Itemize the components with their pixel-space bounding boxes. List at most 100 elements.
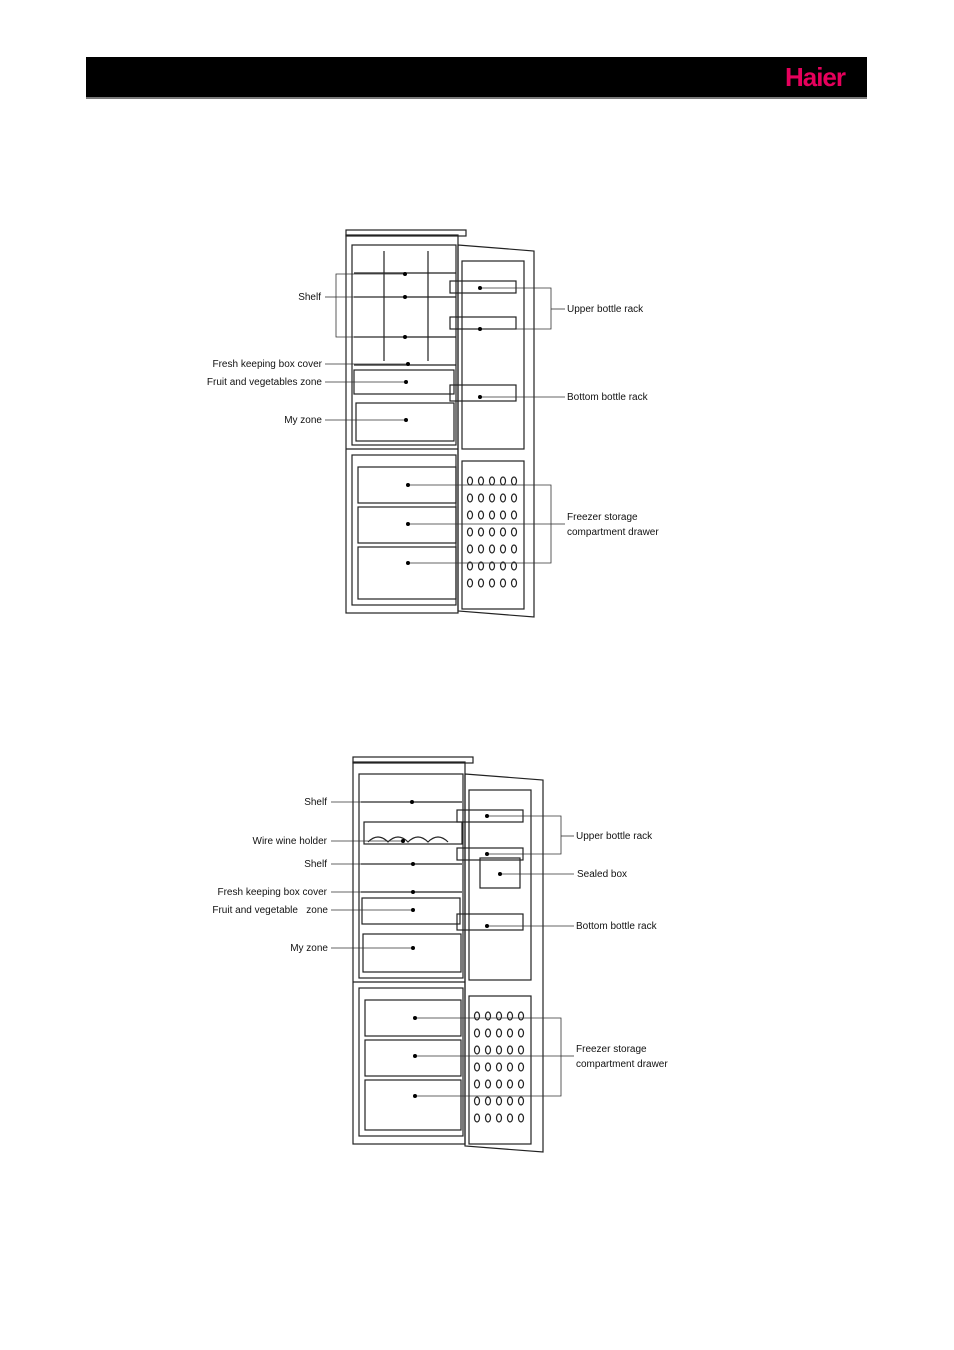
dimple xyxy=(484,1028,492,1038)
dimple xyxy=(484,1011,492,1021)
dimple xyxy=(466,493,474,503)
dimple xyxy=(510,561,518,571)
dimple xyxy=(499,561,507,571)
label-upper-rack: Upper bottle rack xyxy=(567,304,644,315)
dimple xyxy=(506,1062,514,1072)
dimple xyxy=(466,476,474,486)
dimple xyxy=(466,510,474,520)
callout-dots xyxy=(403,272,482,565)
fridge-body xyxy=(345,229,467,614)
dimple xyxy=(466,561,474,571)
label-bottom-rack: Bottom bottle rack xyxy=(567,392,649,403)
dimple xyxy=(484,1045,492,1055)
dimple xyxy=(517,1011,525,1021)
header-bar: Haier xyxy=(86,57,867,99)
dimple xyxy=(510,578,518,588)
dimple xyxy=(473,1028,481,1038)
dimple xyxy=(488,578,496,588)
fridge-diagram-1: Shelf Fresh keeping box cover Fruit and … xyxy=(0,225,954,625)
dimple xyxy=(477,476,485,486)
dimple xyxy=(506,1079,514,1089)
dimple xyxy=(506,1011,514,1021)
fridge-diagram-2-svg: Shelf Wire wine holder Shelf Fresh keepi… xyxy=(212,756,668,1153)
label-bottom-rack: Bottom bottle rack xyxy=(576,921,658,932)
label-freezer-2: compartment drawer xyxy=(567,527,659,538)
dimple xyxy=(510,527,518,537)
dimple xyxy=(477,578,485,588)
dimple xyxy=(517,1045,525,1055)
dimple xyxy=(510,510,518,520)
dimple xyxy=(499,544,507,554)
dimple xyxy=(495,1079,503,1089)
dimple xyxy=(506,1028,514,1038)
label-fresh-cover: Fresh keeping box cover xyxy=(217,887,327,898)
dimple xyxy=(495,1062,503,1072)
dimple xyxy=(510,493,518,503)
dimple xyxy=(499,510,507,520)
dimple xyxy=(477,561,485,571)
freezer-door-dimples xyxy=(466,476,518,588)
dimple xyxy=(495,1028,503,1038)
dimple xyxy=(517,1079,525,1089)
fridge-diagram-1-svg: Shelf Fresh keeping box cover Fruit and … xyxy=(207,229,659,618)
dimple xyxy=(495,1011,503,1021)
dimple xyxy=(488,476,496,486)
dimple xyxy=(495,1113,503,1123)
fridge-diagram-2: Shelf Wire wine holder Shelf Fresh keepi… xyxy=(0,752,954,1157)
label-shelf-mid: Shelf xyxy=(304,859,327,870)
dimple xyxy=(510,476,518,486)
dimple xyxy=(473,1011,481,1021)
label-wine-holder: Wire wine holder xyxy=(253,836,328,847)
dimple xyxy=(517,1062,525,1072)
label-freezer-1: Freezer storage xyxy=(576,1044,647,1055)
leader-lines xyxy=(325,273,565,564)
callout-dots xyxy=(401,800,502,1098)
dimple xyxy=(477,544,485,554)
freezer-door-dimples xyxy=(473,1011,525,1123)
dimple xyxy=(466,527,474,537)
haier-logo: Haier xyxy=(784,62,846,92)
dimple xyxy=(477,510,485,520)
dimple xyxy=(495,1045,503,1055)
dimple xyxy=(495,1096,503,1106)
dimple xyxy=(484,1062,492,1072)
label-fruit-zone: Fruit and vegetable zone xyxy=(212,905,328,916)
dimple xyxy=(499,493,507,503)
dimple xyxy=(517,1113,525,1123)
dimple xyxy=(517,1096,525,1106)
dimple xyxy=(473,1096,481,1106)
label-shelf-top: Shelf xyxy=(304,797,327,808)
dimple xyxy=(484,1079,492,1089)
dimple xyxy=(477,527,485,537)
dimple xyxy=(488,510,496,520)
dimple xyxy=(506,1113,514,1123)
dimple xyxy=(473,1045,481,1055)
label-freezer-1: Freezer storage xyxy=(567,512,638,523)
dimple xyxy=(484,1096,492,1106)
dimple xyxy=(473,1079,481,1089)
dimple xyxy=(488,493,496,503)
label-shelf: Shelf xyxy=(298,292,321,303)
dimple xyxy=(499,578,507,588)
dimple xyxy=(488,544,496,554)
label-sealed-box: Sealed box xyxy=(577,869,627,880)
label-fresh-cover: Fresh keeping box cover xyxy=(212,359,322,370)
label-my-zone: My zone xyxy=(290,943,328,954)
dimple xyxy=(466,544,474,554)
dimple xyxy=(473,1062,481,1072)
fridge-door xyxy=(456,773,544,1153)
dimple xyxy=(477,493,485,503)
leader-lines xyxy=(331,801,574,1097)
dimple xyxy=(484,1113,492,1123)
label-upper-rack: Upper bottle rack xyxy=(576,831,653,842)
label-freezer-2: compartment drawer xyxy=(576,1059,668,1070)
dimple xyxy=(499,527,507,537)
dimple xyxy=(510,544,518,554)
dimple xyxy=(466,578,474,588)
dimple xyxy=(473,1113,481,1123)
fridge-body xyxy=(352,756,474,1145)
label-my-zone: My zone xyxy=(284,415,322,426)
dimple xyxy=(506,1096,514,1106)
fridge-door xyxy=(449,244,535,618)
dimple xyxy=(499,476,507,486)
